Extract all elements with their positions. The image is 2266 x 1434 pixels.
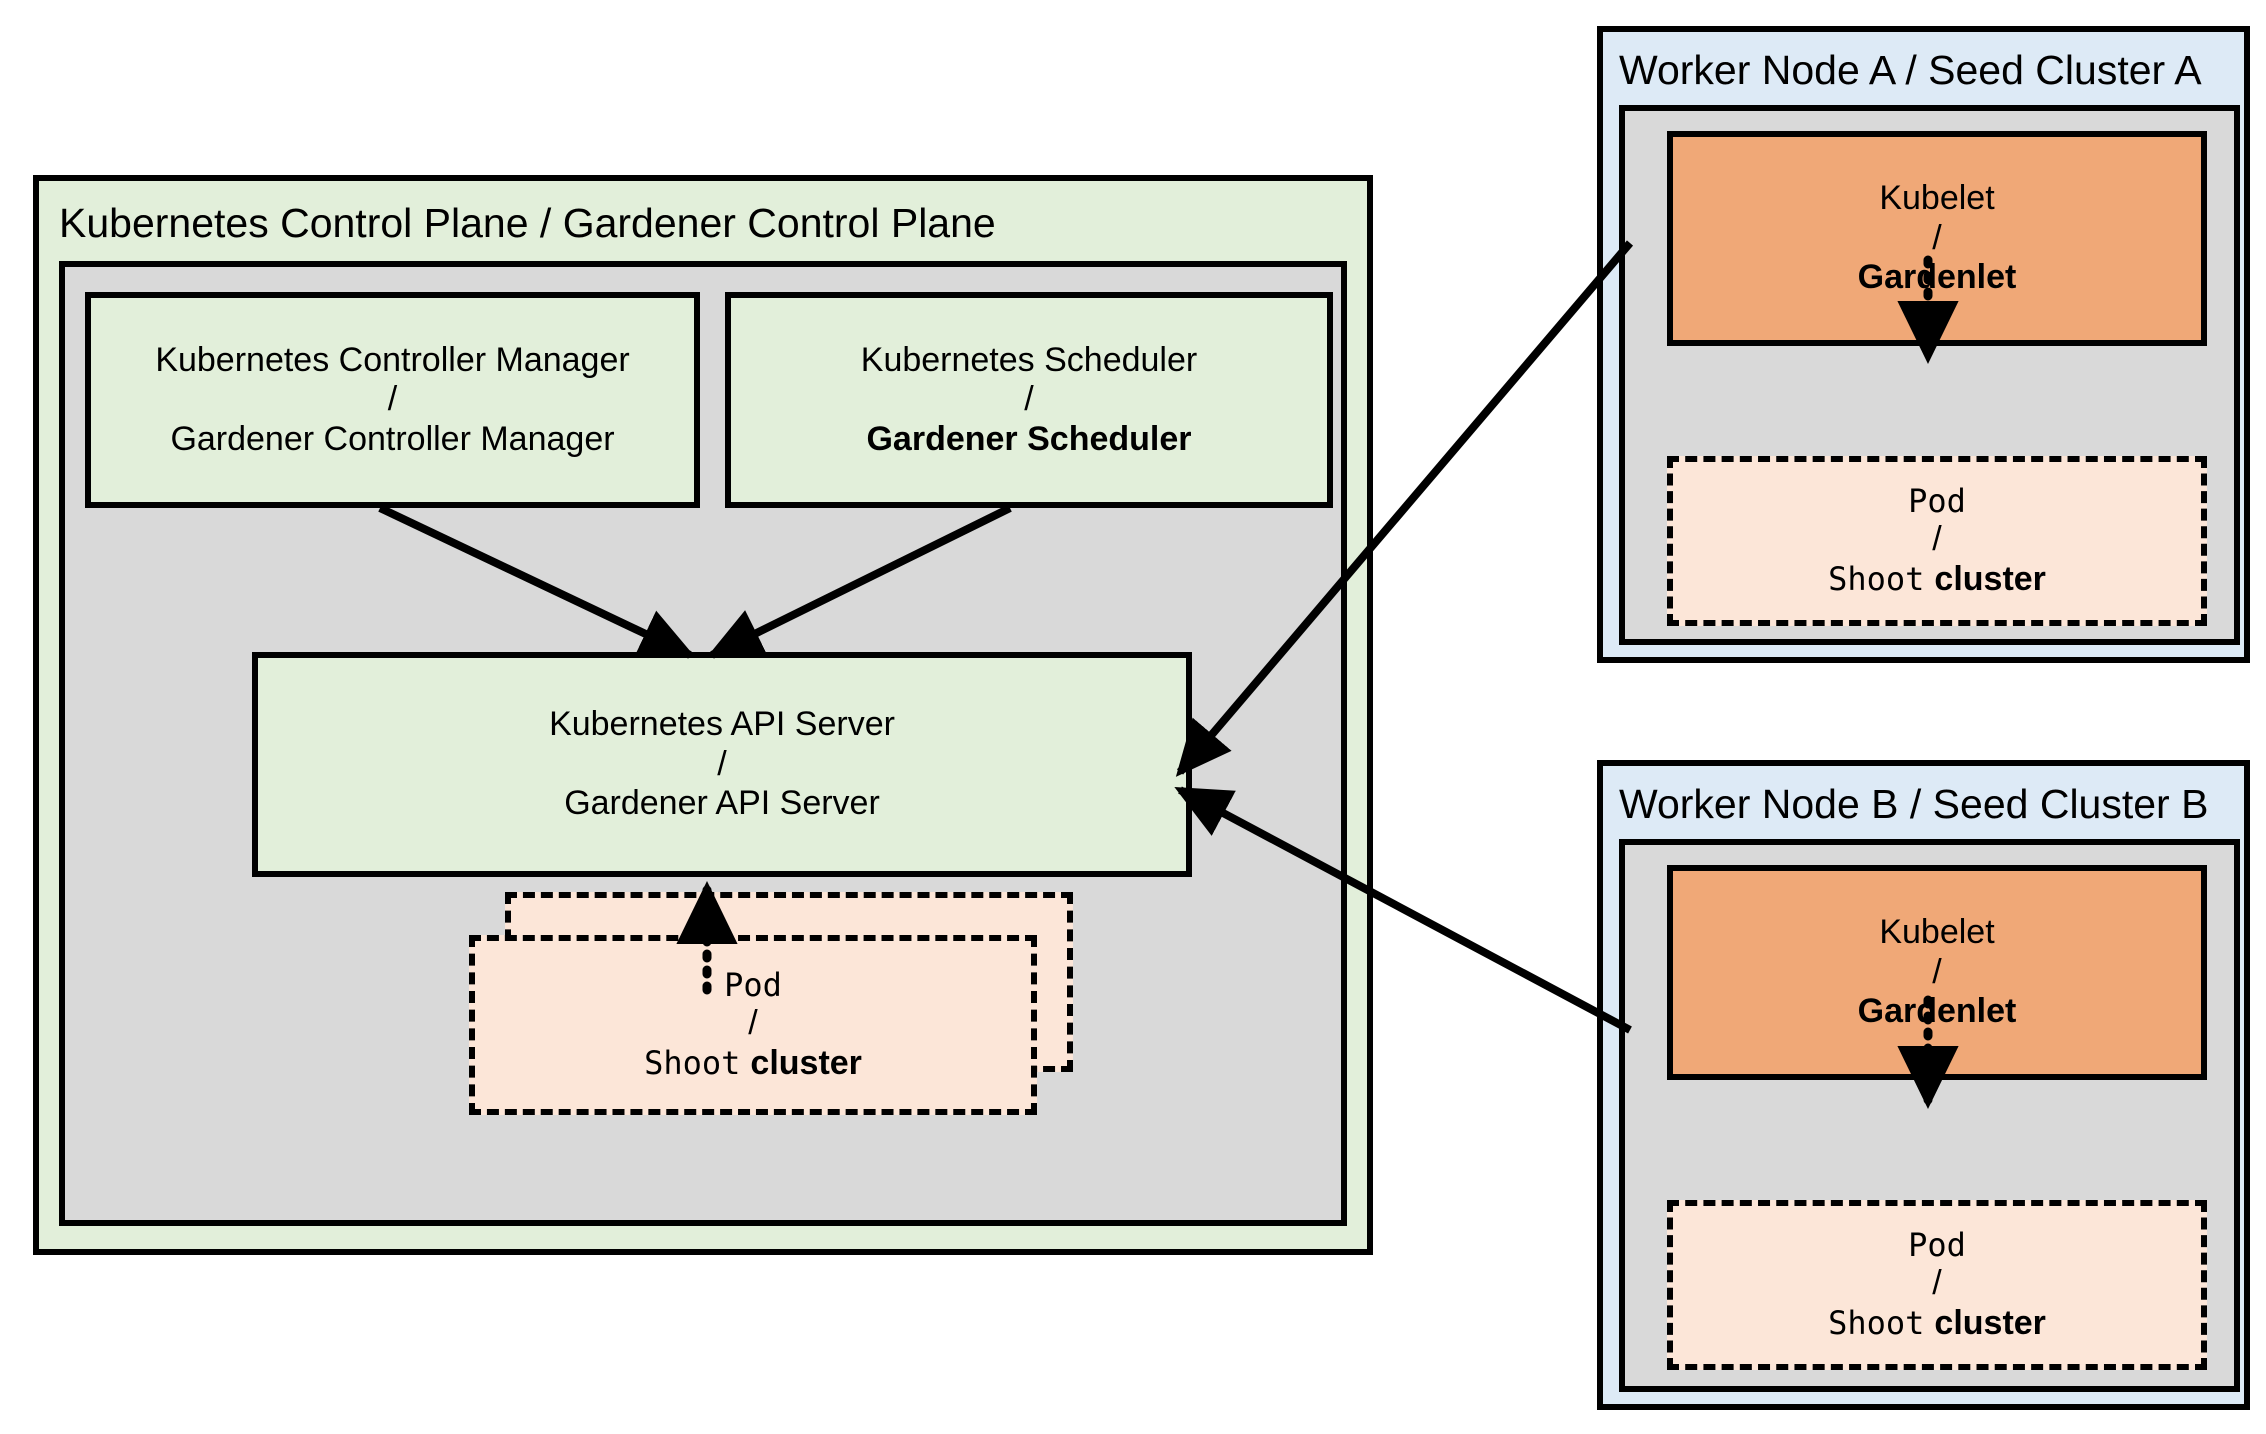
api-server-line1: Kubernetes API Server <box>549 705 895 744</box>
worker-node-a-header: Worker Node A / Seed Cluster A <box>1619 47 2202 93</box>
control-plane-inner: Kubernetes Controller Manager / Gardener… <box>59 261 1347 1226</box>
pod-b-line1: Pod <box>1908 1226 1966 1264</box>
control-plane-pod-line1: Pod <box>724 966 782 1004</box>
scheduler-line1: Kubernetes Scheduler <box>860 340 1198 379</box>
api-server-separator: / <box>717 744 727 783</box>
kubernetes-controller-manager-box[interactable]: Kubernetes Controller Manager / Gardener… <box>85 292 700 508</box>
control-plane-header: Kubernetes Control Plane / Gardener Cont… <box>59 200 996 246</box>
worker-node-b-header: Worker Node B / Seed Cluster B <box>1619 781 2209 827</box>
worker-node-a-outer: Worker Node A / Seed Cluster A Kubelet /… <box>1597 26 2250 663</box>
kubelet-a-line1: Kubelet <box>1879 179 1995 218</box>
kubelet-b-line1: Kubelet <box>1879 913 1995 952</box>
controller-manager-line1: Kubernetes Controller Manager <box>155 340 630 379</box>
api-server-line2: Gardener API Server <box>564 784 880 823</box>
worker-node-b-outer: Worker Node B / Seed Cluster B Kubelet /… <box>1597 760 2250 1410</box>
control-plane-pod-separator: / <box>748 1004 758 1043</box>
kubelet-a-line2: Gardenlet <box>1857 258 2017 297</box>
control-plane-pod-shoot: Shoot <box>644 1043 741 1082</box>
kubernetes-scheduler-box[interactable]: Kubernetes Scheduler / Gardener Schedule… <box>725 292 1333 508</box>
control-plane-outer: Kubernetes Control Plane / Gardener Cont… <box>33 175 1373 1255</box>
scheduler-line2: Gardener Scheduler <box>866 419 1192 458</box>
pod-a-separator: / <box>1932 520 1942 559</box>
kubernetes-api-server-box[interactable]: Kubernetes API Server / Gardener API Ser… <box>252 652 1192 877</box>
controller-manager-separator: / <box>387 380 398 419</box>
pod-a-cluster: cluster <box>1934 559 2046 598</box>
pod-b-shoot: Shoot <box>1828 1303 1925 1342</box>
scheduler-separator: / <box>1024 380 1034 419</box>
pod-a-shoot: Shoot <box>1828 559 1925 598</box>
control-plane-pod-cluster: cluster <box>750 1043 862 1082</box>
controller-manager-line2: Gardener Controller Manager <box>170 419 615 458</box>
gardenlet-b-box[interactable]: Kubelet / Gardenlet <box>1667 865 2207 1080</box>
kubelet-b-separator: / <box>1932 952 1942 991</box>
kubelet-a-separator: / <box>1932 218 1942 257</box>
pod-b-cluster: cluster <box>1934 1303 2046 1342</box>
kubelet-b-line2: Gardenlet <box>1857 992 2017 1031</box>
pod-b-separator: / <box>1932 1264 1942 1303</box>
gardenlet-a-box[interactable]: Kubelet / Gardenlet <box>1667 131 2207 346</box>
pod-a-line1: Pod <box>1908 482 1966 520</box>
